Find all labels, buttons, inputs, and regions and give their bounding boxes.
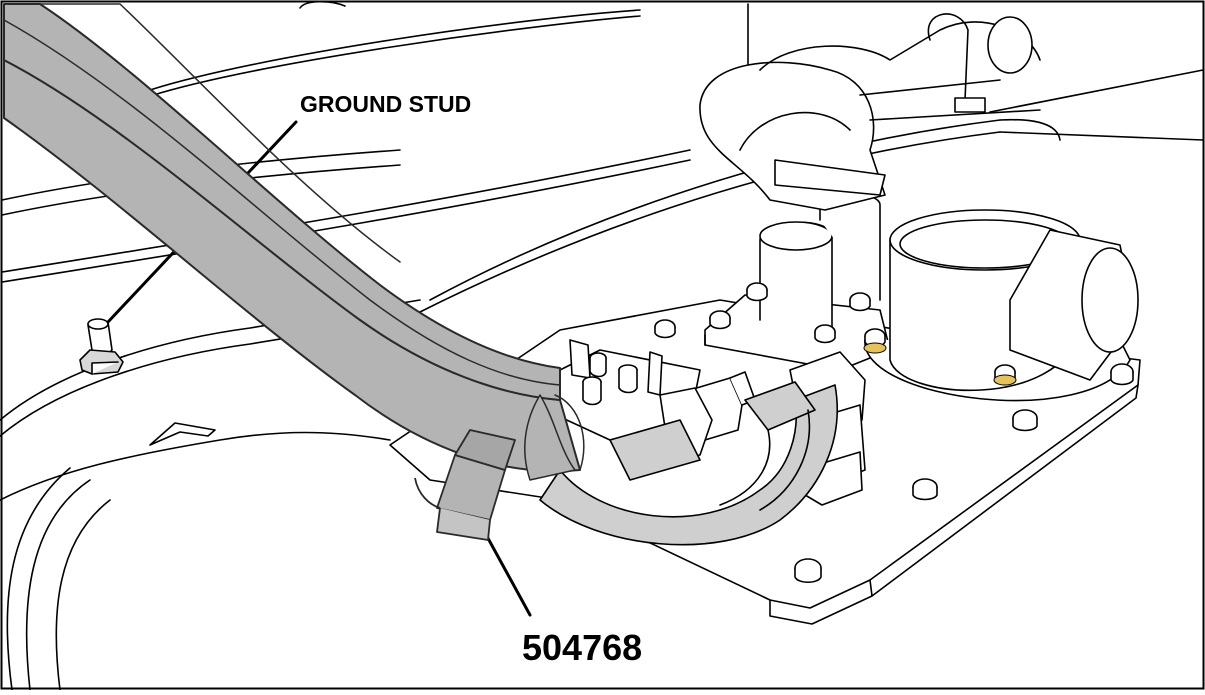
background-panels <box>1 0 1204 313</box>
hose-clamp-504768 <box>414 429 516 541</box>
bolt <box>814 324 836 344</box>
ground-stud-label: GROUND STUD <box>300 91 471 117</box>
flow-meter-housing <box>864 209 1139 402</box>
bolt <box>849 292 871 312</box>
washer <box>993 374 1017 386</box>
bolt <box>654 319 676 339</box>
bolt <box>746 282 768 302</box>
main-hose <box>3 3 585 481</box>
bolt <box>709 310 731 330</box>
part-number-label: 504768 <box>522 627 642 668</box>
lower-hose <box>539 381 839 546</box>
circuit-board <box>539 339 701 441</box>
bolt <box>912 478 938 501</box>
ground-stud <box>79 318 124 375</box>
washer <box>863 342 887 354</box>
tank-top-outline <box>0 299 421 691</box>
upper-elbow-hose <box>699 13 1041 211</box>
bolt <box>1012 409 1038 432</box>
bolt <box>794 558 822 584</box>
bolt <box>1110 363 1134 386</box>
valve-manifold <box>704 192 891 371</box>
